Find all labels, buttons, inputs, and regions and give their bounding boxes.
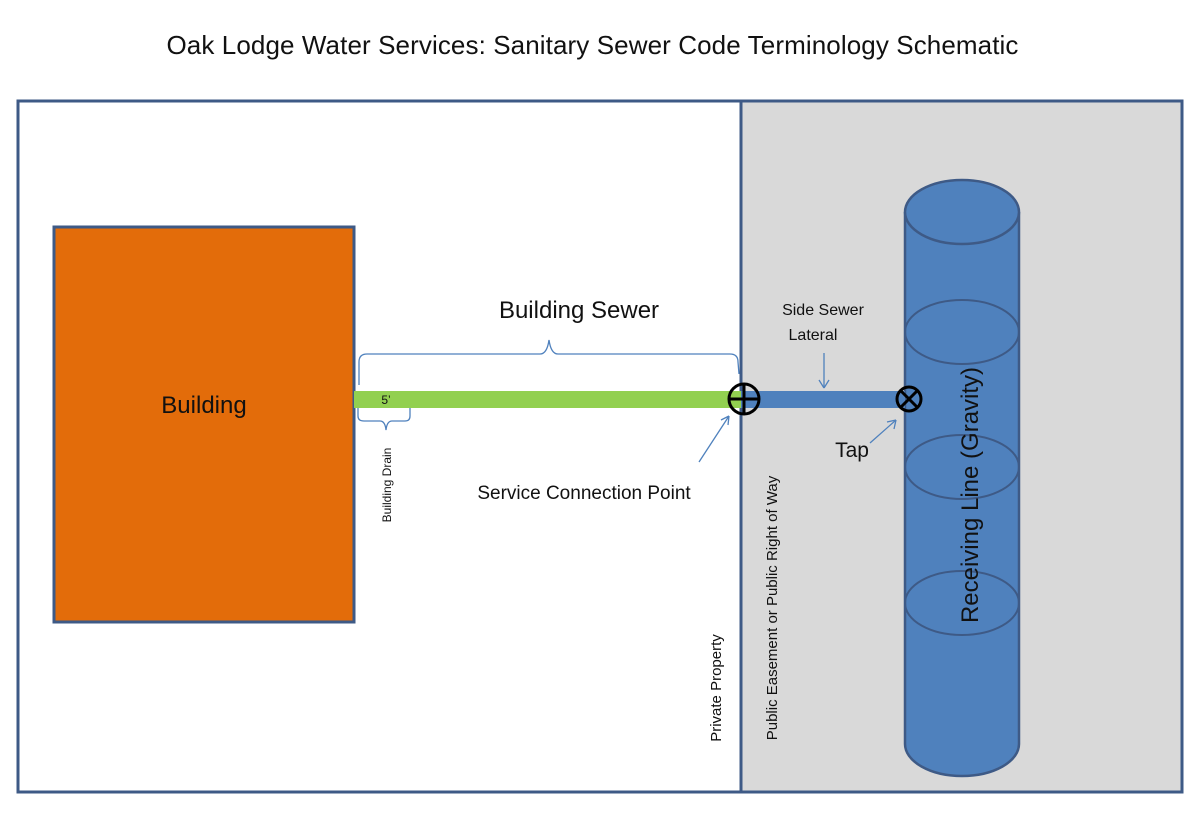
- building-box: [52, 225, 356, 624]
- public-easement-label: Public Easement or Public Right of Way: [764, 475, 781, 740]
- service-connection-point-label: Service Connection Point: [477, 483, 691, 504]
- tap-label: Tap: [835, 439, 869, 462]
- circle-x-icon: [895, 385, 923, 413]
- building-sewer-label: Building Sewer: [499, 297, 659, 324]
- side-sewer-lateral-pipe: [741, 391, 905, 408]
- side-sewer-label-line2: Lateral: [789, 327, 838, 344]
- receiving-line-cylinder: [903, 178, 1021, 778]
- building-drain-label: Building Drain: [380, 448, 394, 523]
- building-sewer-bracket: [358, 339, 740, 385]
- cylinder-body: [903, 212, 1021, 778]
- tap-arrow: [869, 419, 897, 444]
- building-label: Building: [161, 392, 246, 419]
- circle-plus-icon: [727, 382, 761, 416]
- building-drain-bracket: [357, 408, 411, 431]
- cylinder-top-ellipse: [903, 178, 1021, 246]
- cylinder-ring-3: [904, 570, 1020, 636]
- cylinder-ring-2: [904, 434, 1020, 500]
- cylinder-ring-1: [904, 299, 1020, 365]
- side-sewer-arrow: [818, 353, 830, 389]
- building-drain-pipe: [354, 391, 741, 408]
- side-sewer-label-line1: Side Sewer: [782, 302, 864, 319]
- diagram-title: Oak Lodge Water Services: Sanitary Sewer…: [166, 30, 1019, 60]
- service-connection-arrow: [698, 415, 730, 463]
- receiving-line-label: Receiving Line (Gravity): [957, 367, 984, 623]
- private-property-label: Private Property: [708, 634, 725, 742]
- building-drain-length: 5’: [381, 393, 390, 407]
